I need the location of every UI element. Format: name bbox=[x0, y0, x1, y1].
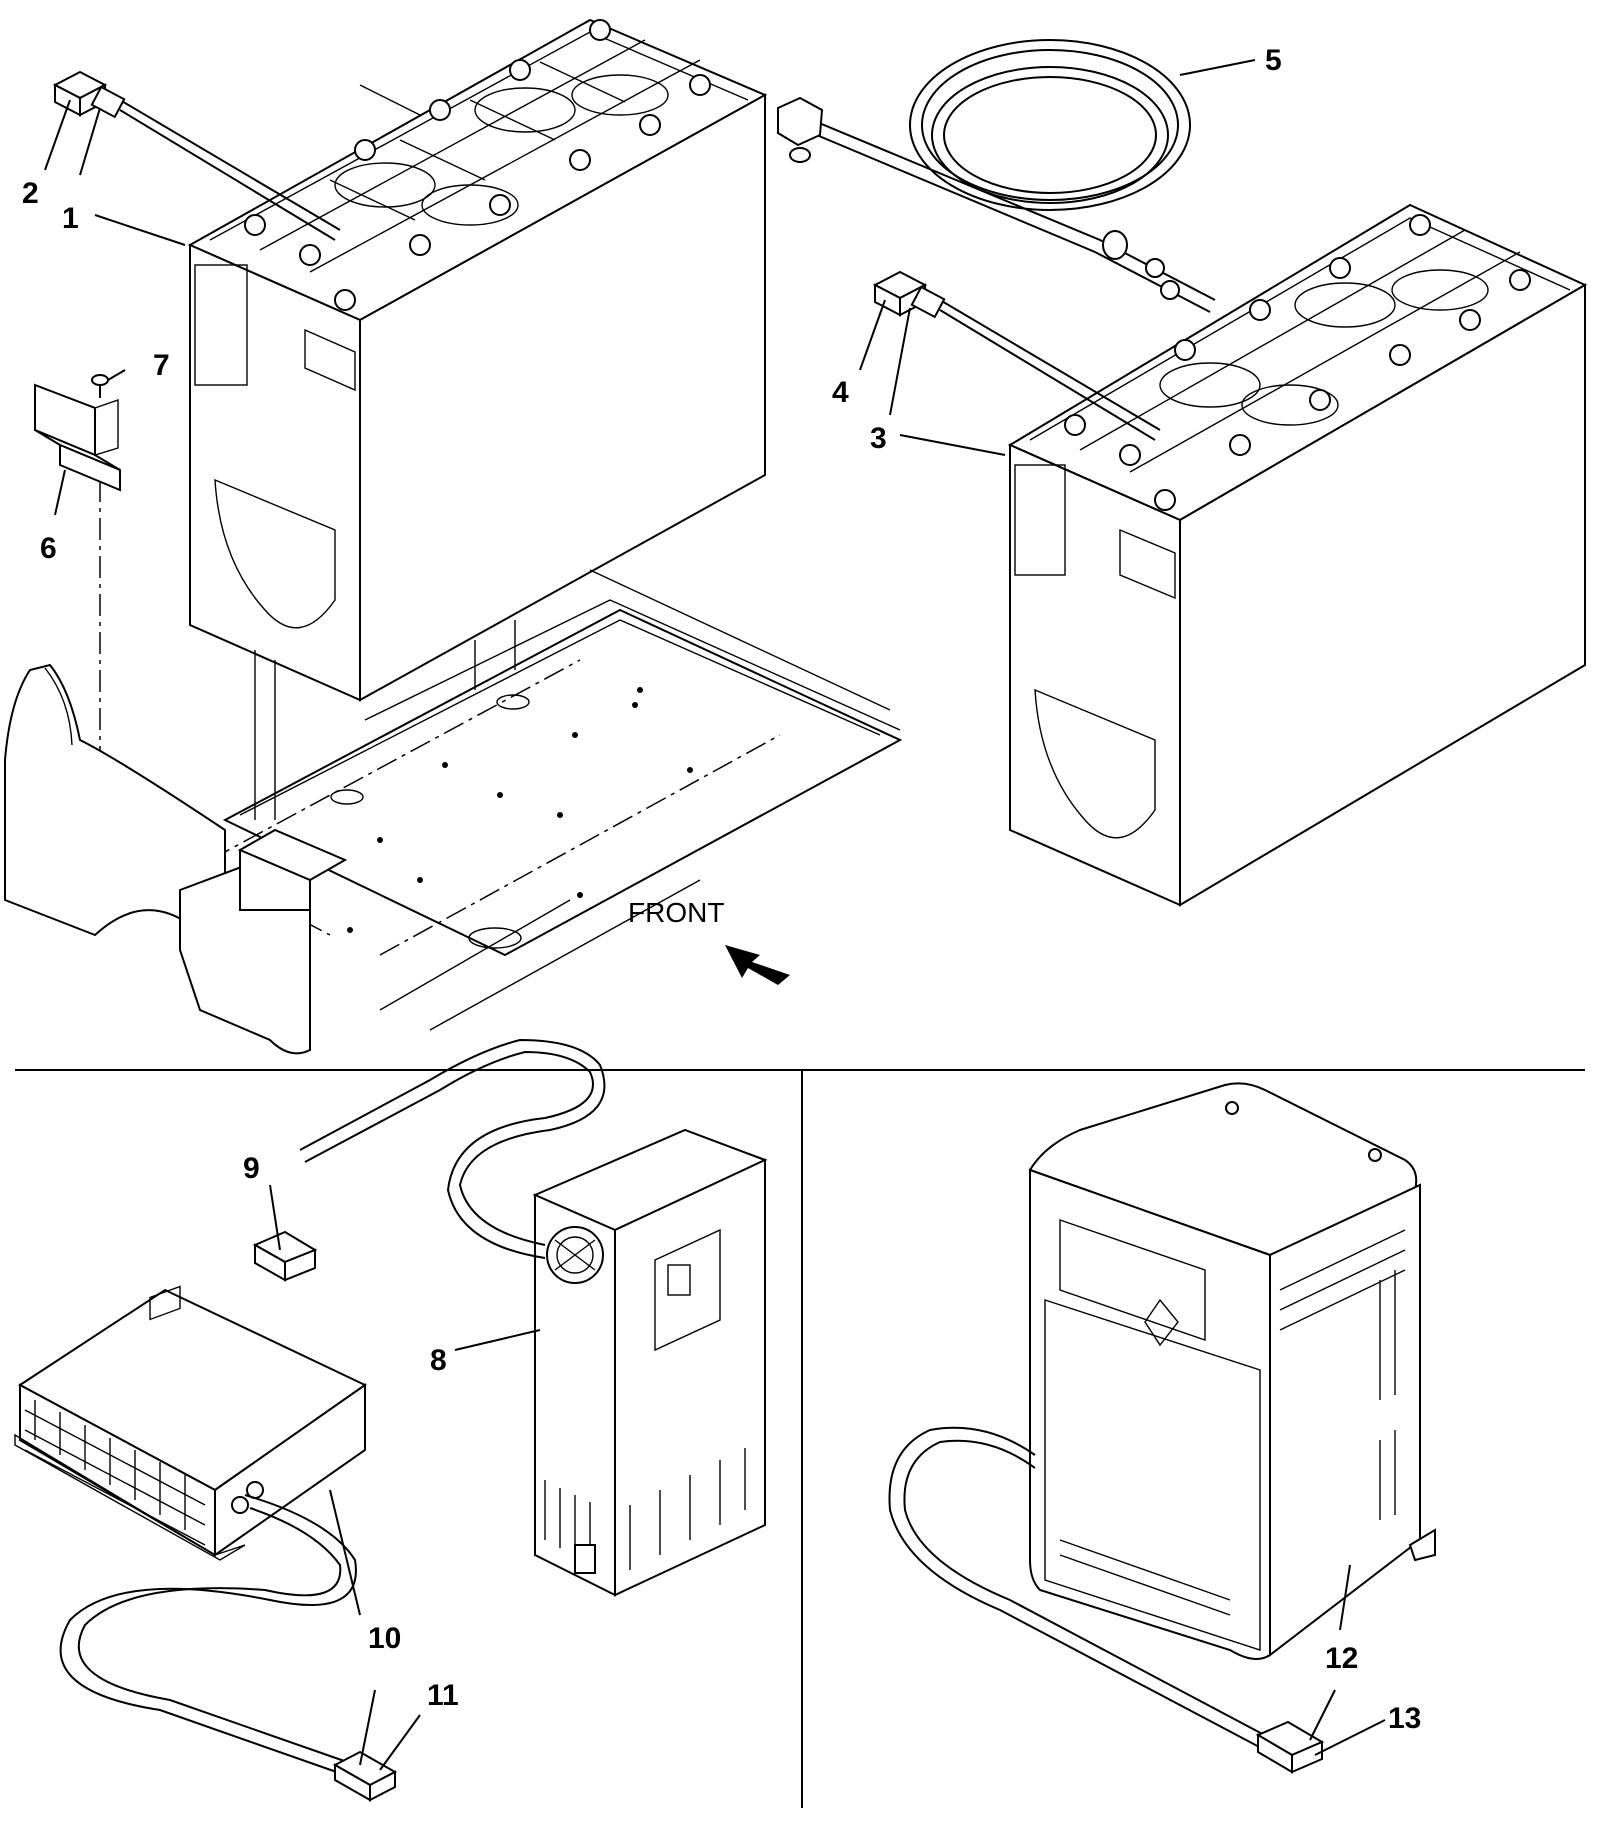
side-cover bbox=[4, 663, 348, 1055]
battery-connector-left bbox=[52, 70, 126, 119]
callout-1: 1 bbox=[62, 202, 79, 235]
charger-cable-low bbox=[59, 1494, 357, 1776]
charger-connector-tall bbox=[252, 1230, 318, 1282]
front-arrow-icon bbox=[725, 945, 790, 985]
callout-3: 3 bbox=[870, 422, 887, 455]
panel-dividers bbox=[15, 1069, 1585, 1808]
charger-connector-low bbox=[332, 1750, 398, 1802]
charger-cable-tall bbox=[299, 1038, 606, 1259]
battery-connector-right bbox=[872, 270, 946, 319]
callout-2: 2 bbox=[22, 177, 39, 210]
bracket bbox=[34, 383, 121, 492]
front-label: FRONT bbox=[628, 897, 724, 928]
charger-low-profile bbox=[14, 1285, 367, 1561]
front-direction: FRONT bbox=[628, 897, 790, 985]
battery-right bbox=[1007, 203, 1588, 907]
callout-9: 9 bbox=[243, 1152, 260, 1185]
callout-13: 13 bbox=[1388, 1702, 1421, 1735]
callout-6: 6 bbox=[40, 532, 57, 565]
charger-connector-large bbox=[1255, 1720, 1325, 1774]
callout-8: 8 bbox=[430, 1344, 447, 1377]
charger-cable-large bbox=[888, 1426, 1271, 1751]
callout-7: 7 bbox=[153, 349, 170, 382]
charger-tall bbox=[532, 1128, 768, 1597]
leader-lines bbox=[44, 59, 1386, 1771]
callout-12: 12 bbox=[1325, 1642, 1358, 1675]
battery-cable-left bbox=[119, 84, 421, 241]
callout-10: 10 bbox=[368, 1622, 401, 1655]
callouts: 1 2 3 4 5 6 7 8 9 10 11 12 13 bbox=[22, 44, 1421, 1735]
callout-4: 4 bbox=[832, 376, 849, 409]
truck-chassis bbox=[99, 480, 903, 1031]
watering-hose bbox=[777, 39, 1216, 313]
charger-large bbox=[1028, 1082, 1436, 1660]
battery-cable-right bbox=[939, 299, 1161, 441]
callout-11: 11 bbox=[427, 1679, 459, 1712]
battery-left bbox=[187, 18, 768, 702]
screw-icon bbox=[91, 374, 109, 398]
callout-5: 5 bbox=[1265, 44, 1282, 77]
